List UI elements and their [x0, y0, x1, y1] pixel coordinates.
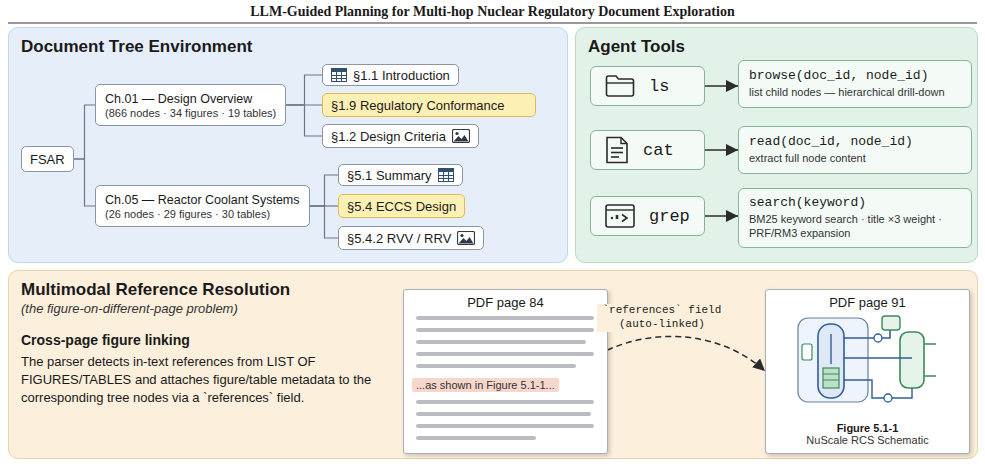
- tree-branch: [310, 175, 338, 206]
- tree-branch: [286, 105, 322, 136]
- figure-title: LLM-Guided Planning for Multi-hop Nuclea…: [0, 4, 985, 20]
- text-line: [416, 340, 586, 344]
- text-line: [416, 424, 594, 428]
- text-line: [416, 400, 594, 404]
- icon-doc: [605, 136, 629, 164]
- label-text: ls: [649, 77, 669, 96]
- tree-branch: [286, 75, 322, 105]
- section-box: §1.2 Design Criteria: [322, 124, 479, 148]
- tree-branch: [74, 105, 95, 159]
- detail-text: extract full node content: [749, 151, 961, 165]
- highlight-section-box: §5.4 ECCS Design: [338, 194, 465, 218]
- label-text: Ch.05 — Reactor Coolant Systems: [105, 193, 300, 207]
- function-box: browse(doc_id, node_id)list child nodes …: [738, 60, 972, 108]
- tree-branch: [74, 159, 95, 206]
- section-panel: Document Tree EnvironmentFSAR Ch.01 — Des…: [8, 27, 568, 263]
- edge-label: `references` field (auto-linked): [597, 304, 727, 332]
- label-text: PDF page 91: [829, 295, 906, 310]
- icon-table: [438, 168, 454, 182]
- label-text: grep: [649, 207, 690, 226]
- highlighted-reference: ...as shown in Figure 5.1-1...: [412, 378, 559, 392]
- text-line: [416, 364, 576, 368]
- section-box: §5.4.2 RVV / RRV: [338, 226, 484, 250]
- label-text: browse(doc_id, node_id): [749, 68, 961, 83]
- text-line: [416, 352, 594, 356]
- function-box: search(keyword) BM25 keyword search · tit…: [738, 188, 972, 248]
- detail-text: The parser detects in-text references fr…: [21, 353, 373, 408]
- text-line: [416, 436, 536, 440]
- tool-arrow: [705, 149, 738, 151]
- highlight-section-box: §1.9 Regulatory Conformance: [322, 93, 536, 117]
- icon-folder: [605, 74, 635, 98]
- label-text: §1.2 Design Criteria: [331, 129, 446, 144]
- section-box: §1.1 Introduction: [322, 64, 459, 86]
- label-text: Document Tree Environment: [21, 37, 555, 57]
- label-text: §1.9 Regulatory Conformance: [331, 98, 504, 113]
- label-text: §5.4.2 RVV / RRV: [347, 231, 451, 246]
- label-text: Ch.01 — Design Overview: [105, 92, 252, 106]
- label-text: PDF page 84: [467, 295, 544, 310]
- detail-text: NuScale RCS Schematic: [806, 434, 928, 446]
- icon-term: [605, 204, 635, 228]
- label-text: search(keyword): [749, 195, 961, 210]
- label-text: §5.4 ECCS Design: [347, 199, 456, 214]
- label-text: Agent Tools: [588, 37, 965, 57]
- section-panel: Agent Tools ls browse(doc_id, node_id)list…: [575, 27, 978, 263]
- tree-branch: [310, 206, 338, 238]
- section-box: §5.1 Summary: [338, 164, 463, 186]
- detail-text: list child nodes — hierarchical drill-do…: [749, 85, 961, 99]
- tool-arrow: [705, 85, 738, 87]
- label-text: §1.1 Introduction: [353, 68, 450, 83]
- text-line: [416, 412, 591, 416]
- pdf-page: PDF page 91 Figure 5.1-1NuScale RCS Schem…: [765, 289, 970, 454]
- detail-text: BM25 keyword search · title ×3 weight · …: [749, 212, 961, 241]
- icon-table: [331, 68, 347, 82]
- tool-arrow: [705, 215, 738, 217]
- label-text: FSAR: [30, 152, 65, 167]
- text-line: [416, 328, 594, 332]
- label-text: read(doc_id, node_id): [749, 134, 961, 149]
- panel-ground: [8, 27, 568, 263]
- section-panel: Multimodal Reference Resolution(the figu…: [8, 270, 978, 459]
- tool-box: ls: [590, 66, 705, 106]
- text-line: [416, 316, 594, 320]
- rcs-schematic: [792, 314, 942, 406]
- icon-image: [452, 129, 470, 143]
- detail-text: Figure 5.1-1: [837, 422, 899, 434]
- icon-image: [457, 231, 475, 245]
- chapter-box: Ch.01 — Design Overview(866 nodes · 34 f…: [95, 84, 286, 126]
- tool-box: cat: [590, 130, 705, 170]
- root-node: FSAR: [21, 146, 74, 172]
- pdf-page: PDF page 84 ...as shown in Figure 5.1-1..…: [403, 289, 608, 454]
- label-text: cat: [643, 141, 674, 160]
- caption-group: Figure 5.1-1NuScale RCS Schematic: [806, 422, 928, 446]
- detail-text: (26 nodes · 29 figures · 30 tables): [105, 208, 270, 220]
- label-text: §5.1 Summary: [347, 168, 432, 183]
- detail-text: (866 nodes · 34 figures · 19 tables): [105, 107, 276, 119]
- label-text: ...as shown in Figure 5.1-1...: [416, 379, 555, 391]
- function-box: read(doc_id, node_id)extract full node c…: [738, 126, 972, 174]
- tool-box: grep: [590, 196, 705, 236]
- chapter-box: Ch.05 — Reactor Coolant Systems(26 nodes…: [95, 185, 310, 227]
